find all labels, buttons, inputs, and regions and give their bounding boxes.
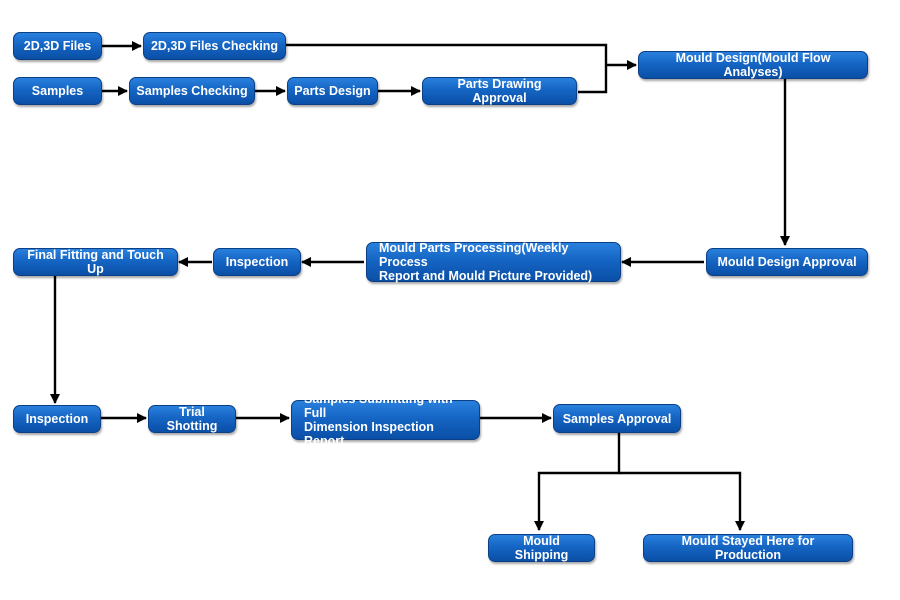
connector-approval-to-stayed — [619, 471, 745, 531]
node-inspection-1: Inspection — [213, 248, 301, 276]
node-final-fitting: Final Fitting and Touch Up — [13, 248, 178, 276]
node-label: Samples Checking — [136, 84, 248, 98]
node-trial-shotting: Trial Shotting — [148, 405, 236, 433]
node-label: Parts Drawing Approval — [457, 77, 542, 105]
node-mould-shipping: Mould Shipping — [488, 534, 595, 562]
node-samples-submitting: Samples Submitting with Full Dimension I… — [291, 392, 480, 448]
node-mould-design-approval: Mould Design Approval — [706, 248, 868, 276]
node-mould-stayed: Mould Stayed Here for Production — [643, 534, 853, 562]
node-samples-checking: Samples Checking — [129, 77, 255, 105]
node-2d3d-files: 2D,3D Files — [13, 32, 102, 60]
node-label: Parts Design — [294, 84, 371, 98]
node-label-line-1: Mould Parts Processing(Weekly Process — [379, 241, 569, 269]
node-label: Inspection — [225, 255, 289, 269]
node-label: Inspection — [25, 412, 89, 426]
node-label-line-1: Samples Submitting with Full — [304, 392, 453, 420]
connector-checking-to-mould-design — [285, 43, 608, 94]
node-parts-drawing-approval: Parts Drawing Approval — [422, 77, 577, 105]
node-mould-design: Mould Design(Mould Flow Analyses) — [638, 51, 868, 79]
node-mould-parts-processing: Mould Parts Processing(Weekly Process Re… — [366, 241, 621, 283]
node-2d3d-files-checking: 2D,3D Files Checking — [143, 32, 286, 60]
node-label-line-2: Report and Mould Picture Provided) — [379, 269, 593, 283]
node-label: Mould Shipping — [514, 534, 569, 562]
node-samples: Samples — [13, 77, 102, 105]
node-label: 2D,3D Files Checking — [150, 39, 279, 53]
node-label: Mould Design(Mould Flow Analyses) — [675, 51, 831, 79]
node-label: 2D,3D Files — [23, 39, 92, 53]
node-label: Samples Approval — [562, 411, 672, 426]
connector-approval-split — [534, 433, 621, 531]
node-label-line-2: Dimension Inspection Report — [304, 420, 434, 448]
node-label: Trial Shotting — [166, 405, 218, 433]
node-inspection-2: Inspection — [13, 405, 101, 433]
node-label: Samples — [31, 84, 84, 98]
node-samples-approval: Samples Approval — [553, 404, 681, 433]
node-label: Final Fitting and Touch Up — [27, 248, 164, 276]
node-label: Mould Design Approval — [717, 255, 857, 269]
node-parts-design: Parts Design — [287, 77, 378, 105]
node-label: Mould Stayed Here for Production — [681, 534, 815, 562]
